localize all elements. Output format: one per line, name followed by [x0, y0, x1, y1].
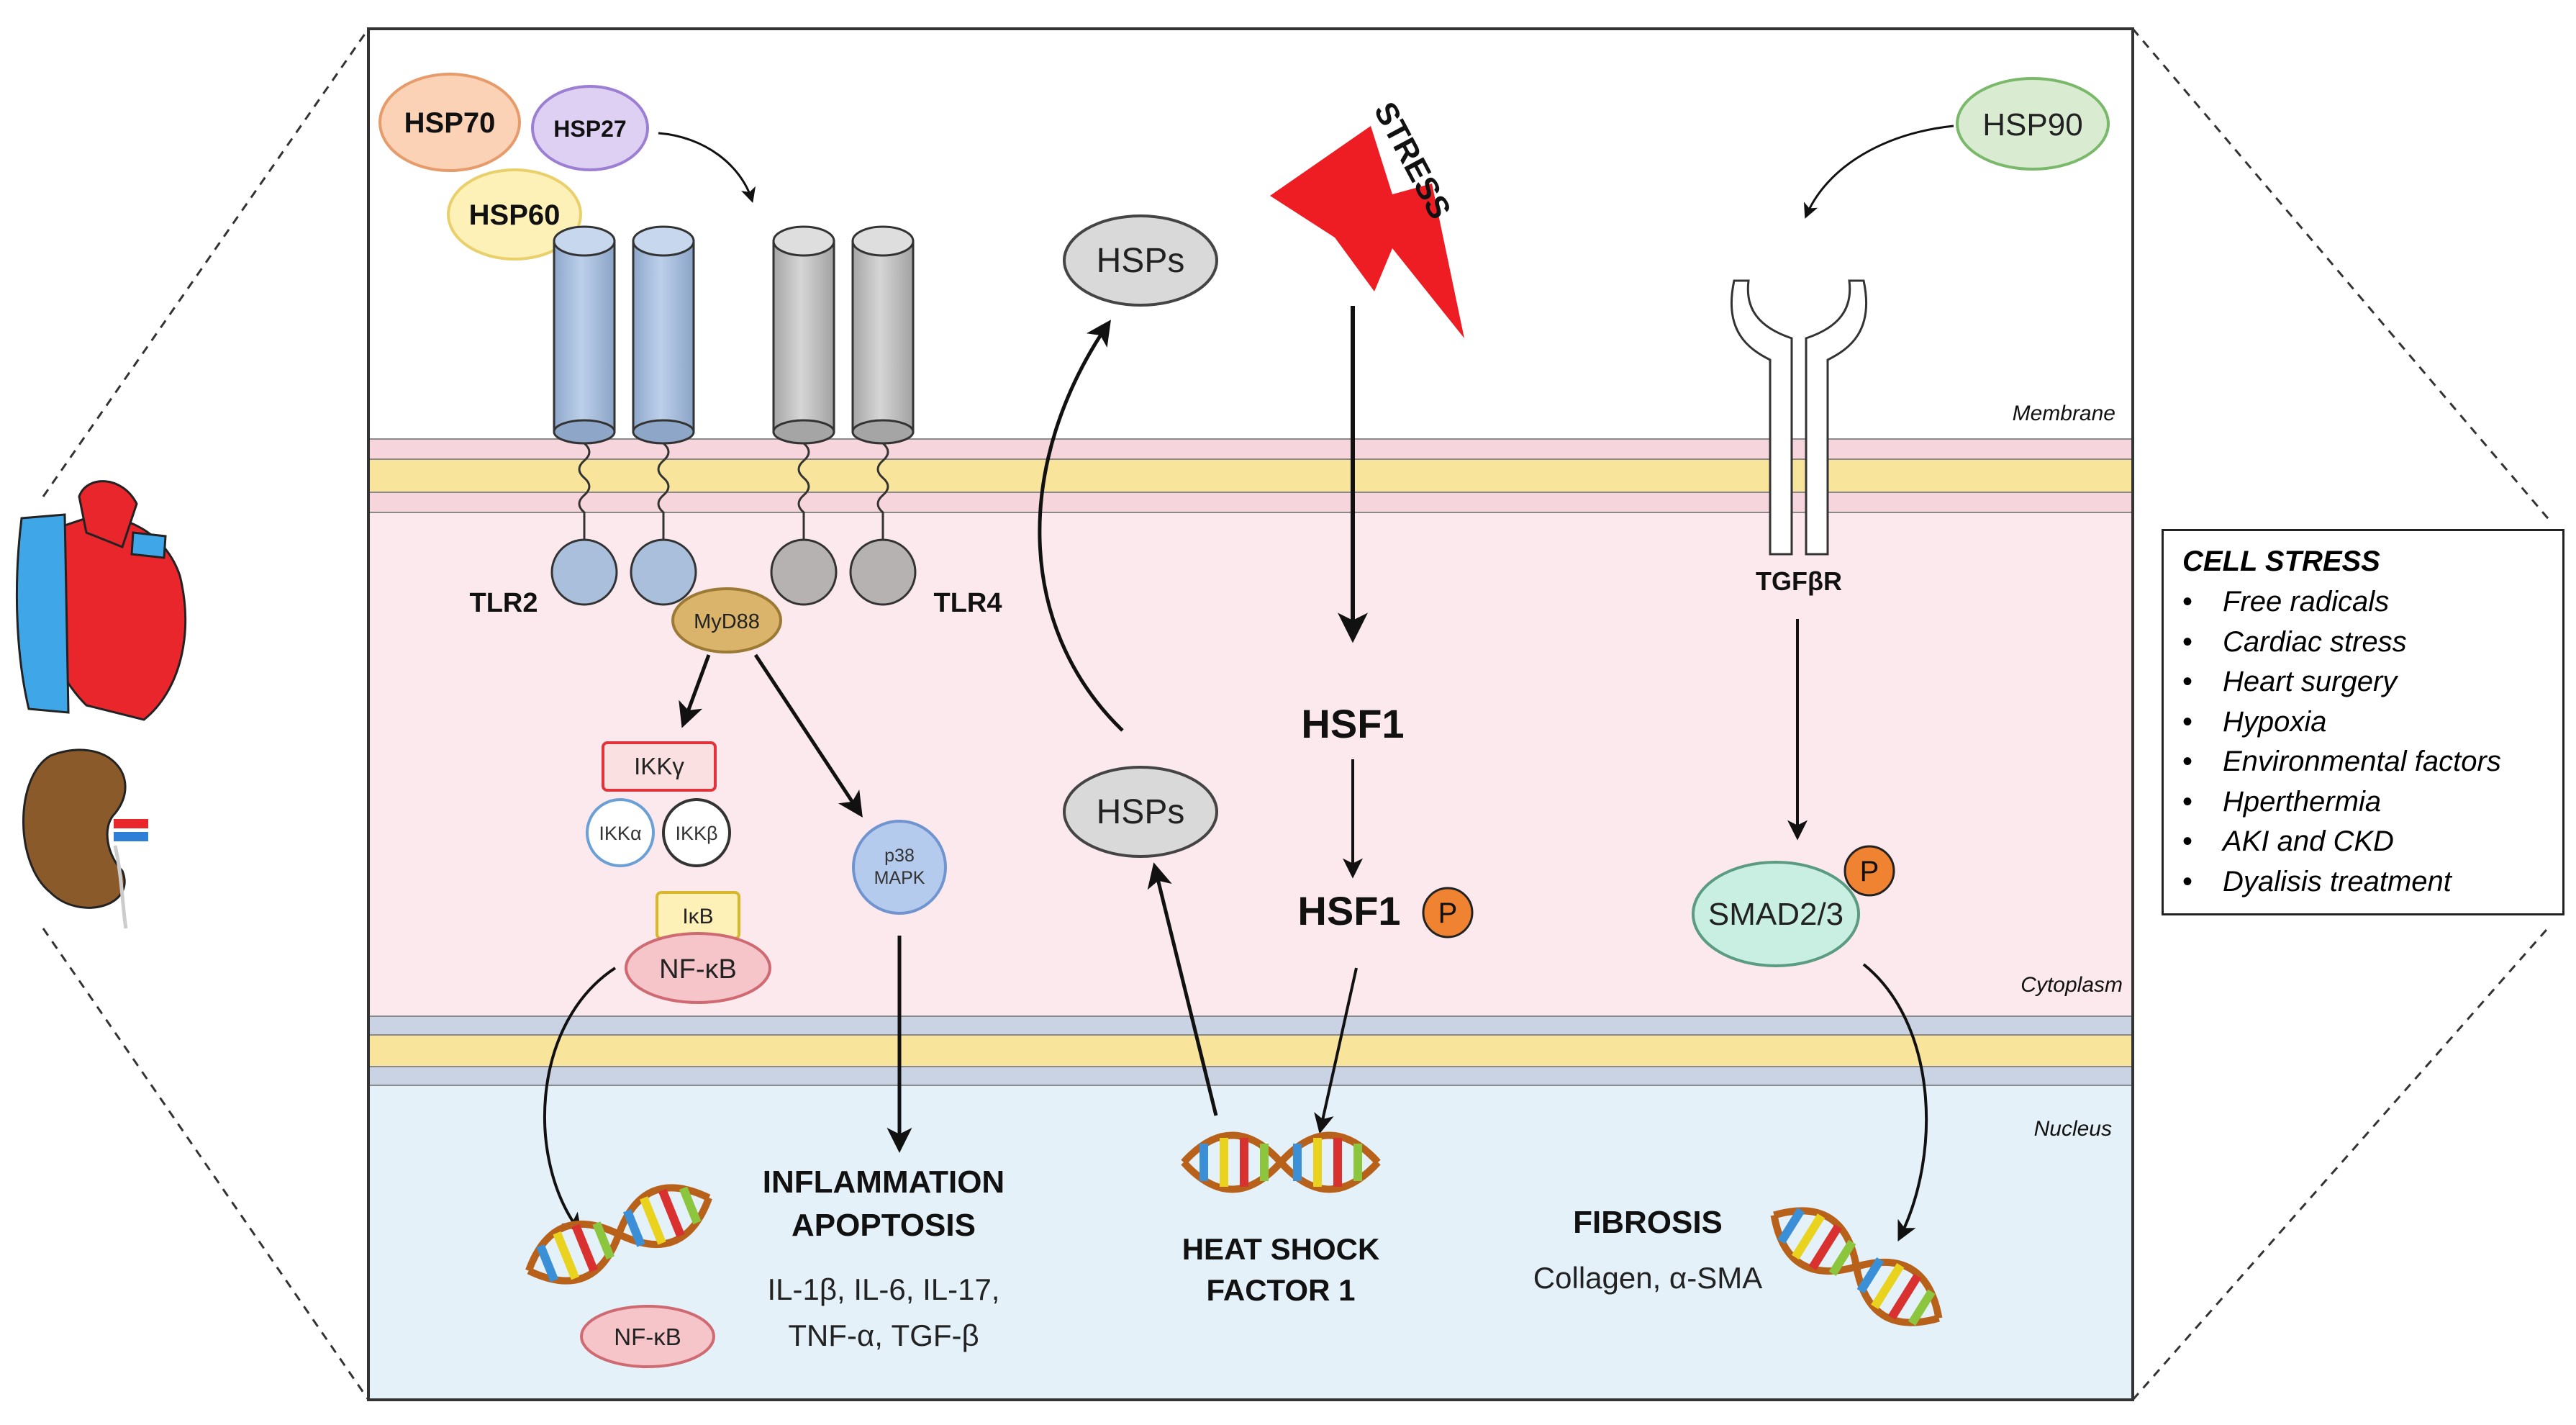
tlr4-label: TLR4 [934, 588, 1002, 618]
hsps-top-label: HSPs [1097, 242, 1185, 280]
ligand-binding-arrow [658, 132, 756, 204]
tlr2-label: TLR2 [470, 588, 538, 618]
cytokines-line-1: IL-1β, IL-6, IL-17, [768, 1272, 1000, 1306]
hsp27-bubble [531, 85, 649, 171]
hsp60-label: HSP60 [469, 199, 561, 231]
ikkg-label: IKKγ [634, 753, 684, 779]
smad-label: SMAD2/3 [1708, 897, 1843, 932]
fibrosis-label: FIBROSIS [1573, 1205, 1723, 1240]
hsf1-p-label: HSF1 [1297, 888, 1400, 933]
hsp90-binding-arrow [1803, 125, 1954, 219]
list-item: •Environmental factors [2182, 746, 2501, 777]
nfkb-translocation-arrow [543, 967, 617, 1234]
hsp70-label: HSP70 [404, 107, 496, 139]
nfkb-dna-badge [580, 1305, 715, 1368]
ikb-label: IκB [682, 905, 713, 928]
nfkb-node [625, 932, 771, 1004]
list-item: •Cardiac stress [2182, 625, 2407, 658]
membrane-label: Membrane [2013, 402, 2115, 425]
cell-stress-list: •Free radicals •Cardiac stress •Heart su… [2182, 582, 2544, 902]
hsf-to-hsps-arrow [1147, 862, 1218, 1116]
myd88-to-ikk-arrow [679, 654, 711, 728]
ikkb-label: IKKβ [675, 823, 717, 844]
zoom-lines [42, 28, 2552, 1401]
tlr4-receptor [770, 225, 917, 606]
inflammation-label: INFLAMMATION [763, 1164, 1004, 1200]
smad-node [1692, 861, 1860, 967]
fibrosis-markers: Collagen, α-SMA [1533, 1261, 1762, 1295]
hsp27-label: HSP27 [553, 116, 626, 142]
nfkb-label: NF-κB [659, 954, 737, 985]
kidney-icon [22, 748, 148, 929]
ikkb-node [662, 798, 731, 867]
list-item: •Heart surgery [2182, 666, 2398, 697]
cytokines-line-2: TNF-α, TGF-β [788, 1318, 979, 1352]
nfkb-dna-label: NF-κB [614, 1324, 681, 1350]
nucleus-label: Nucleus [2034, 1117, 2112, 1141]
smad-phospho-badge [1843, 845, 1895, 897]
hsps-mid-node [1063, 766, 1218, 858]
list-item: •Dyalisis treatment [2182, 865, 2452, 897]
cell-stress-title: CELL STRESS [2182, 546, 2380, 577]
list-item: •Free radicals [2182, 586, 2390, 618]
tgfbr-receptor [1730, 279, 1868, 556]
list-item: •Hypoxia [2182, 705, 2327, 738]
hsp90-bubble [1956, 77, 2110, 171]
p38-label-2: MAPK [874, 868, 925, 888]
tgfbr-label: TGFβR [1756, 566, 1842, 596]
ikkg-box [602, 741, 717, 792]
list-item: •Hperthermia [2182, 785, 2382, 818]
ikka-label: IKKα [599, 823, 641, 844]
lightning-bolt-icon [1270, 126, 1464, 338]
myd88-label: MyD88 [694, 610, 760, 633]
ikka-node [586, 798, 655, 867]
smad-phospho-label: P [1860, 856, 1879, 887]
list-item: •AKI and CKD [2182, 825, 2394, 857]
heat-shock-label-1: HEAT SHOCK [1182, 1232, 1380, 1266]
hsps-top-node [1063, 214, 1218, 307]
cell-panel [367, 27, 2134, 1401]
hsf1-phospho-badge [1422, 887, 1474, 938]
tlr2-receptor [550, 225, 697, 606]
hsps-upward-arrow [1038, 320, 1124, 732]
cell-stress-legend: CELL STRESS •Free radicals •Cardiac stre… [2162, 529, 2564, 915]
apoptosis-label: APOPTOSIS [792, 1208, 976, 1243]
p38-label-1: p38 [884, 846, 915, 866]
p38-node [852, 820, 947, 915]
hsp90-label: HSP90 [1982, 107, 2082, 142]
heart-icon [15, 480, 187, 721]
myd88-to-p38-arrow [753, 653, 863, 818]
hsf1-label: HSF1 [1301, 701, 1404, 746]
hsf1-to-dna-arrow [1314, 967, 1358, 1134]
hsf1-phospho-label: P [1438, 897, 1458, 929]
smad-to-dna-arrow [1862, 963, 1928, 1242]
heat-shock-label-2: FACTOR 1 [1207, 1273, 1356, 1307]
cytoplasm-label: Cytoplasm [2021, 973, 2123, 997]
hsp70-bubble [378, 73, 521, 172]
myd88-node [671, 587, 782, 653]
hsps-mid-label: HSPs [1097, 793, 1185, 831]
hsp60-bubble [447, 168, 582, 261]
